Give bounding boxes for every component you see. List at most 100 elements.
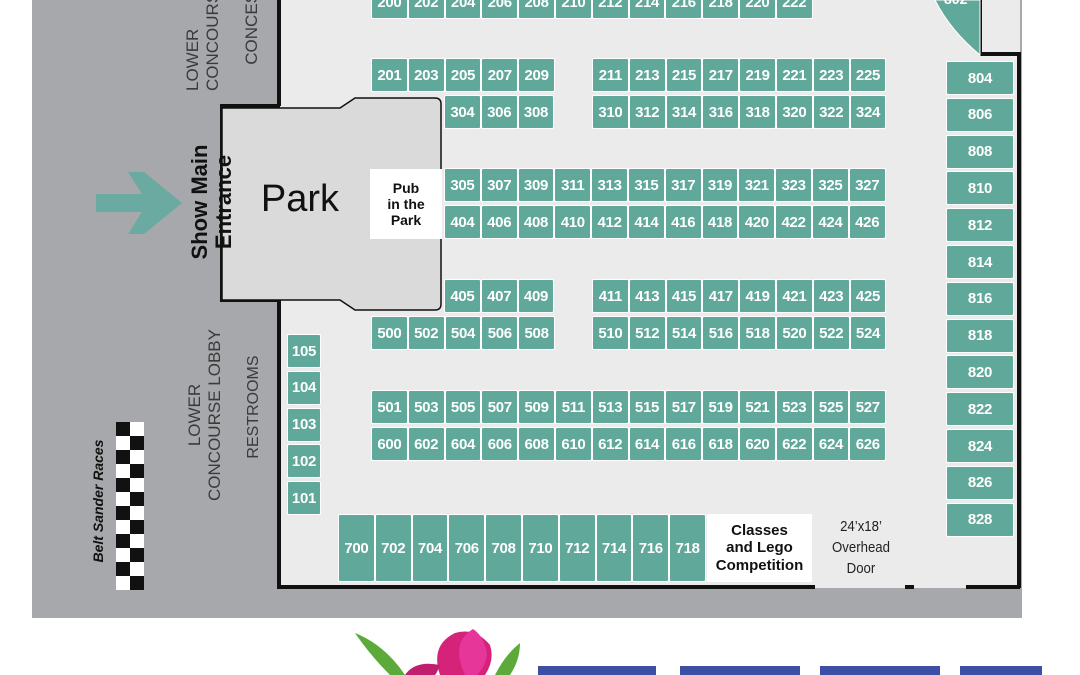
- booth-209[interactable]: 209: [518, 58, 555, 92]
- booth-602[interactable]: 602: [407, 427, 445, 461]
- booth-313[interactable]: 313: [591, 168, 628, 202]
- booth-512[interactable]: 512: [628, 316, 666, 350]
- booth-514[interactable]: 514: [665, 316, 703, 350]
- booth-702[interactable]: 702: [374, 514, 412, 582]
- booth-216[interactable]: 216: [665, 0, 703, 19]
- booth-710[interactable]: 710: [522, 514, 559, 582]
- booth-804[interactable]: 804: [946, 61, 1014, 95]
- booth-217[interactable]: 217: [702, 58, 740, 92]
- booth-319[interactable]: 319: [701, 168, 739, 202]
- booth-806[interactable]: 806: [946, 97, 1014, 132]
- booth-211[interactable]: 211: [592, 58, 629, 92]
- booth-612[interactable]: 612: [591, 427, 629, 461]
- booth-410[interactable]: 410: [554, 205, 592, 239]
- booth-818[interactable]: 818: [946, 318, 1014, 353]
- booth-210[interactable]: 210: [555, 0, 592, 19]
- booth-207[interactable]: 207: [481, 58, 519, 92]
- booth-509[interactable]: 509: [518, 390, 555, 424]
- booth-513[interactable]: 513: [591, 390, 629, 424]
- booth-520[interactable]: 520: [776, 316, 813, 350]
- booth-501[interactable]: 501: [371, 390, 408, 424]
- booth-205[interactable]: 205: [444, 58, 482, 92]
- booth-325[interactable]: 325: [812, 168, 849, 202]
- booth-200[interactable]: 200: [371, 0, 408, 19]
- booth-502[interactable]: 502: [407, 316, 445, 350]
- booth-202[interactable]: 202: [407, 0, 445, 19]
- booth-521[interactable]: 521: [739, 390, 776, 424]
- booth-418[interactable]: 418: [701, 205, 739, 239]
- booth-416[interactable]: 416: [664, 205, 702, 239]
- booth-423[interactable]: 423: [812, 279, 850, 313]
- booth-101[interactable]: 101: [287, 481, 321, 516]
- booth-408[interactable]: 408: [517, 205, 555, 239]
- booth-420[interactable]: 420: [738, 205, 776, 239]
- booth-102[interactable]: 102: [287, 444, 321, 479]
- booth-213[interactable]: 213: [628, 58, 666, 92]
- booth-622[interactable]: 622: [775, 427, 813, 461]
- booth-624[interactable]: 624: [812, 427, 850, 461]
- booth-306[interactable]: 306: [480, 95, 518, 129]
- booth-417[interactable]: 417: [702, 279, 740, 313]
- booth-314[interactable]: 314: [665, 95, 703, 129]
- booth-308[interactable]: 308: [517, 95, 555, 129]
- booth-223[interactable]: 223: [812, 58, 850, 92]
- booth-305[interactable]: 305: [444, 168, 481, 202]
- booth-215[interactable]: 215: [665, 58, 703, 92]
- booth-425[interactable]: 425: [849, 279, 887, 313]
- booth-824[interactable]: 824: [946, 429, 1014, 463]
- booth-105[interactable]: 105: [287, 334, 321, 368]
- booth-524[interactable]: 524: [849, 316, 887, 350]
- booth-700[interactable]: 700: [338, 514, 375, 582]
- booth-516[interactable]: 516: [702, 316, 740, 350]
- booth-310[interactable]: 310: [592, 95, 629, 129]
- booth-407[interactable]: 407: [480, 279, 518, 313]
- booth-620[interactable]: 620: [739, 427, 776, 461]
- booth-327[interactable]: 327: [848, 168, 886, 202]
- booth-212[interactable]: 212: [591, 0, 629, 19]
- booth-214[interactable]: 214: [628, 0, 666, 19]
- booth-103[interactable]: 103: [287, 407, 321, 442]
- booth-412[interactable]: 412: [591, 205, 628, 239]
- booth-324[interactable]: 324: [849, 95, 887, 129]
- booth-527[interactable]: 527: [849, 390, 887, 424]
- booth-426[interactable]: 426: [848, 205, 886, 239]
- booth-626[interactable]: 626: [849, 427, 887, 461]
- booth-808[interactable]: 808: [946, 134, 1014, 169]
- booth-218[interactable]: 218: [702, 0, 739, 19]
- booth-507[interactable]: 507: [481, 390, 519, 424]
- booth-208[interactable]: 208: [518, 0, 555, 19]
- booth-511[interactable]: 511: [555, 390, 592, 424]
- booth-225[interactable]: 225: [849, 58, 887, 92]
- booth-712[interactable]: 712: [558, 514, 596, 582]
- booth-708[interactable]: 708: [485, 514, 522, 582]
- booth-405[interactable]: 405: [444, 279, 481, 313]
- booth-321[interactable]: 321: [738, 168, 776, 202]
- booth-222[interactable]: 222: [775, 0, 813, 19]
- booth-718[interactable]: 718: [669, 514, 706, 582]
- booth-820[interactable]: 820: [946, 355, 1014, 390]
- booth-318[interactable]: 318: [739, 95, 776, 129]
- booth-323[interactable]: 323: [775, 168, 812, 202]
- booth-816[interactable]: 816: [946, 281, 1014, 316]
- booth-409[interactable]: 409: [517, 279, 555, 313]
- booth-219[interactable]: 219: [739, 58, 776, 92]
- booth-610[interactable]: 610: [555, 427, 592, 461]
- booth-411[interactable]: 411: [592, 279, 629, 313]
- booth-201[interactable]: 201: [371, 58, 408, 92]
- booth-204[interactable]: 204: [444, 0, 482, 19]
- booth-203[interactable]: 203: [407, 58, 445, 92]
- booth-404[interactable]: 404: [444, 205, 481, 239]
- booth-406[interactable]: 406: [480, 205, 518, 239]
- booth-316[interactable]: 316: [702, 95, 740, 129]
- booth-519[interactable]: 519: [702, 390, 739, 424]
- booth-413[interactable]: 413: [628, 279, 666, 313]
- booth-311[interactable]: 311: [554, 168, 592, 202]
- booth-522[interactable]: 522: [812, 316, 850, 350]
- booth-510[interactable]: 510: [592, 316, 629, 350]
- booth-206[interactable]: 206: [481, 0, 519, 19]
- booth-802-wedge[interactable]: 802: [930, 0, 985, 58]
- booth-704[interactable]: 704: [411, 514, 449, 582]
- booth-422[interactable]: 422: [775, 205, 812, 239]
- booth-614[interactable]: 614: [628, 427, 666, 461]
- booth-618[interactable]: 618: [702, 427, 739, 461]
